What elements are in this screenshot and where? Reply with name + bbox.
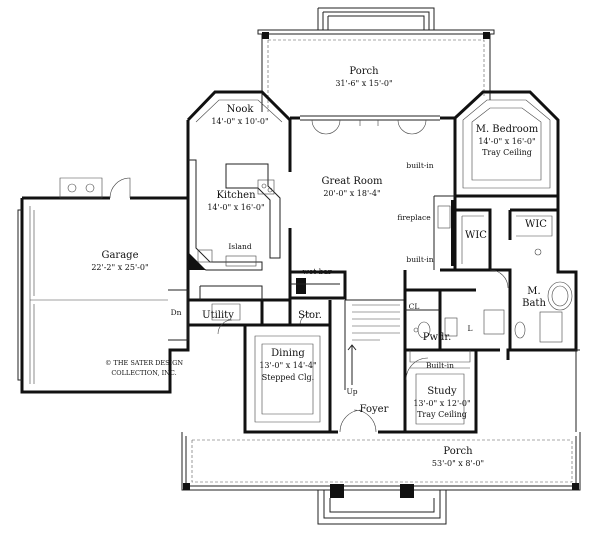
wic-left-label: WIC xyxy=(465,230,487,241)
study-built-in-label: Built-in xyxy=(426,361,454,370)
front-porch-dims: 53'-0" x 8'-0" xyxy=(432,459,484,468)
front-porch-structure xyxy=(181,349,581,525)
rear-porch-name: Porch xyxy=(349,66,379,77)
built-in-top-label: built-in xyxy=(406,161,433,170)
master-bedroom-name: M. Bedroom xyxy=(476,124,539,135)
study-dims: 13'-0" x 12'-0" xyxy=(413,399,470,408)
front-porch-name: Porch xyxy=(443,446,473,457)
master-bedroom-dims: 14'-0" x 16'-0" xyxy=(478,137,535,146)
credit-line-1: © THE SATER DESIGN xyxy=(105,359,183,367)
dn-label: Dn xyxy=(171,308,182,317)
credit-line-2: COLLECTION, INC. xyxy=(111,369,176,377)
kitchen-dims: 14'-0" x 16'-0" xyxy=(207,203,264,212)
exterior-walls xyxy=(186,90,578,434)
dining-dims: 13'-0" x 14'-4" xyxy=(259,361,316,370)
garage-name: Garage xyxy=(101,250,138,261)
nook-name: Nook xyxy=(227,104,255,115)
kitchen-name: Kitchen xyxy=(216,190,256,201)
utility-label: Utility xyxy=(202,310,234,321)
room-labels: Porch 31'-6" x 15'-0" Nook 14'-0" x 10'-… xyxy=(91,66,547,468)
master-bath-name: M. xyxy=(527,286,540,297)
dining-name: Dining xyxy=(271,348,305,359)
master-bedroom-note: Tray Ceiling xyxy=(482,148,532,157)
garage xyxy=(17,177,190,394)
interior-walls xyxy=(188,195,573,433)
powder-label: Pwdr. xyxy=(423,332,452,343)
kitchen-fixtures xyxy=(187,148,292,300)
foyer-label: Foyer xyxy=(360,404,389,415)
rear-porch-dims: 31'-6" x 15'-0" xyxy=(335,79,392,88)
wic-right-label: WIC xyxy=(525,219,547,230)
study-note: Tray Ceiling xyxy=(417,410,467,419)
up-label: Up xyxy=(346,387,357,396)
master-bath-name-2: Bath xyxy=(522,298,546,309)
storage-label: Stor. xyxy=(298,310,322,321)
great-room-dims: 20'-0" x 18'-4" xyxy=(323,189,380,198)
built-in-bottom-label: built-in xyxy=(406,255,433,264)
linen-label: L xyxy=(468,324,473,333)
garage-dims: 22'-2" x 25'-0" xyxy=(91,263,148,272)
wet-bar-label: wet bar xyxy=(302,267,332,276)
nook-dims: 14'-0" x 10'-0" xyxy=(211,117,268,126)
closet-label: CL xyxy=(409,302,420,311)
island-label: Island xyxy=(228,242,252,251)
fireplace-label: fireplace xyxy=(397,213,431,222)
great-room-name: Great Room xyxy=(322,176,383,187)
study-name: Study xyxy=(427,386,457,397)
rear-porch-structure xyxy=(257,7,495,112)
dining-note: Stepped Clg. xyxy=(262,373,314,382)
